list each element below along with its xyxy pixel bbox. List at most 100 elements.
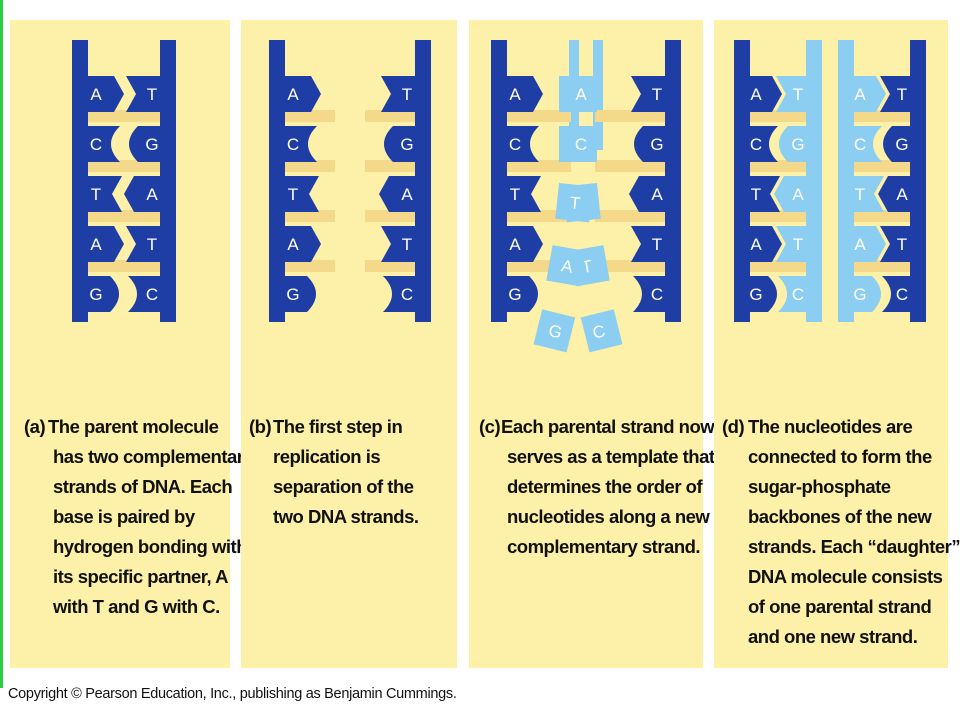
new-nucleotide-left: C [580,309,623,353]
rung-right [595,260,681,272]
caption-d-line: of one parental strand [748,596,932,617]
base-right-label: G [650,135,663,154]
base-right [774,176,806,212]
rung-right [365,260,431,272]
new-nucleotide-right: C [563,126,597,162]
rung-daughter-2 [838,160,926,172]
rung-right [365,160,431,172]
base-right [883,126,910,162]
caption-c-line: Each parental strand now [501,416,715,437]
rung [72,260,176,272]
base-left [507,126,539,162]
new-nucleotide-body [563,76,597,112]
base-right [880,76,910,112]
base-right-label: G [400,135,413,154]
base-left [88,176,122,212]
base-left-label: C [750,135,762,154]
base-right [776,226,806,262]
base-right-label: A [401,185,413,204]
base-left [285,176,319,212]
base-right [381,76,415,112]
parental-strand-right [160,40,176,322]
base-right-label: T [402,85,412,104]
base-right-label: G [145,135,158,154]
base-left-label: T [751,185,761,204]
rung-left [491,210,571,222]
caption-c-line: complementary strand. [507,536,701,557]
base-right-label: C [792,285,804,304]
base-right [882,276,910,312]
caption-b-line: replication is [273,446,381,467]
copyright-notice: Copyright © Pearson Education, Inc., pub… [8,686,457,702]
caption-c-letter: (c) [479,416,501,437]
new-nucleotide-label: A [560,256,575,277]
parental-strand-left [72,40,88,322]
base-left-label: A [750,235,762,254]
base-right-label: A [792,185,804,204]
parental-strand-left [269,40,285,322]
base-right-label: T [897,235,907,254]
new-nucleotide-body [563,126,597,162]
base-right [779,126,806,162]
base-left [854,276,881,312]
new-nucleotide-body [555,182,593,223]
base-right-label: T [147,85,157,104]
new-strand-daughter-1 [806,40,822,322]
base-right [383,276,415,312]
base-left [750,76,782,112]
caption-a-line: The parent molecule [48,416,219,437]
caption-c-line: serves as a template that [507,446,715,467]
base-right-label: T [652,235,662,254]
base-left [507,226,543,262]
rung-left [269,210,335,222]
parental-strand-daughter-1 [734,40,750,322]
rung [72,160,176,172]
caption-d-line: backbones of the new [748,506,932,527]
base-left [750,276,777,312]
base-left-label: C [854,135,866,154]
base-left [854,176,884,212]
rung-left [269,110,335,122]
base-left [854,126,882,162]
rung-left [269,260,335,272]
base-left-label: C [90,135,102,154]
base-right [634,126,665,162]
new-nucleotide-body [546,245,587,287]
base-left-label: G [749,285,762,304]
base-right-label: T [652,85,662,104]
caption-b-line: The first step in [273,416,403,437]
base-right-label: C [146,285,158,304]
base-left-label: A [287,235,299,254]
base-right-label: G [895,135,908,154]
caption-d-line: sugar-phosphate [748,476,891,497]
new-nucleotide-right: G [533,309,576,353]
base-left-label: T [91,185,101,204]
new-nucleotide-body [533,309,576,353]
new-strand-daughter-2 [838,40,854,322]
new-nucleotide-label: C [575,135,587,154]
base-left-label: T [510,185,520,204]
base-right-label: A [651,185,663,204]
new-strand-segment [593,40,603,150]
base-left [285,126,317,162]
base-left-label: G [286,285,299,304]
base-left [750,226,782,262]
base-right-label: T [793,85,803,104]
base-right-label: T [402,235,412,254]
base-right [629,176,665,212]
new-nucleotide-label: G [547,321,564,343]
base-right [778,276,806,312]
rung-daughter-2 [838,260,926,272]
base-right [129,126,160,162]
new-nucleotide-right: A [563,76,597,112]
base-right-label: C [401,285,413,304]
base-right [126,226,160,262]
base-left-label: A [90,235,102,254]
base-right-label: A [896,185,908,204]
base-left-label: A [90,85,102,104]
